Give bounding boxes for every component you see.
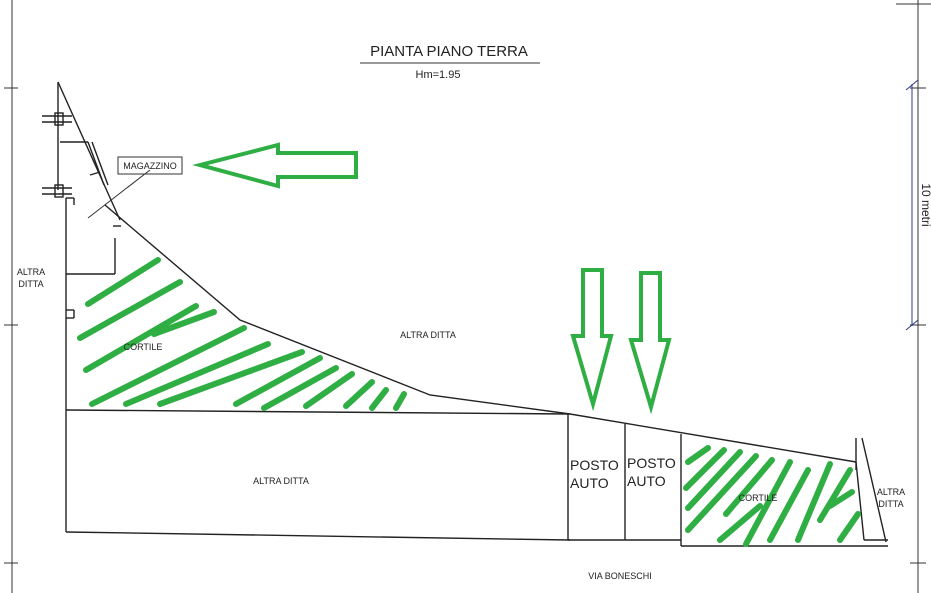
magazzino-box [117, 156, 183, 175]
street-label: VIA BONESCHI [588, 571, 652, 581]
altra-ditta-top-label: ALTRA DITTA [400, 330, 456, 340]
altra-ditta-bottom-label: ALTRA DITTA [253, 476, 309, 486]
altra-ditta-left-label-2: DITTA [18, 279, 43, 289]
posto-auto-2-label-2: AUTO [627, 473, 666, 489]
height-note: Hm=1.95 [416, 69, 461, 81]
magazzino-label: MAGAZZINO [123, 161, 177, 171]
courtyard-left-hatch [77, 257, 407, 411]
altra-ditta-right-label-2: DITTA [878, 499, 903, 509]
altra-ditta-left-label-1: ALTRA [17, 267, 45, 277]
scale-bar: 10 metri [905, 79, 931, 331]
posto-auto-2-label-1: POSTO [627, 455, 676, 471]
altra-ditta-right-label-1: ALTRA [877, 487, 905, 497]
arrow-left-icon [192, 142, 358, 189]
posto-auto-1-label-2: AUTO [570, 475, 609, 491]
cortile-left-label: CORTILE [124, 342, 163, 352]
courtyard-right-hatch [683, 445, 861, 547]
lower-block [65, 409, 888, 547]
building-outline [42, 81, 151, 410]
arrow-down-icon [628, 271, 672, 415]
posto-auto-1-label-1: POSTO [570, 457, 619, 473]
scale-label: 10 metri [919, 183, 931, 226]
arrow-down-icon [570, 268, 614, 412]
plan-title: PIANTA PIANO TERRA [370, 43, 528, 60]
cortile-right-label: CORTILE [739, 493, 778, 503]
courtyard-boundary [104, 204, 857, 463]
